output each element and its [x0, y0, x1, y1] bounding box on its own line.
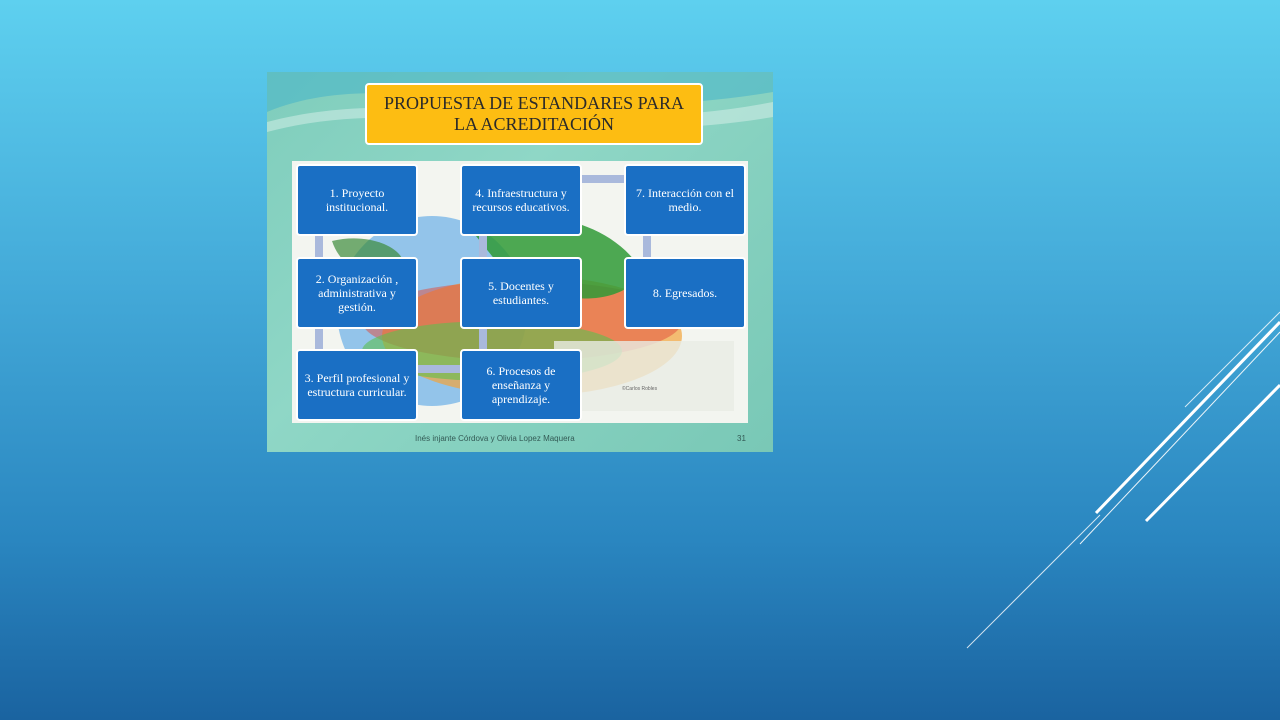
standard-box-7: 7. Interacción con el medio.: [624, 164, 746, 236]
standard-box-6: 6. Procesos de enseñanza y aprendizaje.: [460, 349, 582, 421]
slide-footer: Inés injante Córdova y Olivia Lopez Maqu…: [415, 434, 575, 443]
standard-box-1: 1. Proyecto institucional.: [296, 164, 418, 236]
diagram-area: 1. Proyecto institucional. 2. Organizaci…: [292, 161, 748, 423]
diagram-title: PROPUESTA DE ESTANDARES PARA LA ACREDITA…: [365, 83, 703, 145]
standard-box-8: 8. Egresados.: [624, 257, 746, 329]
slide-page-number: 31: [737, 434, 746, 443]
standard-box-3: 3. Perfil profesional y estructura curri…: [296, 349, 418, 421]
embedded-slide-image: PROPUESTA DE ESTANDARES PARA LA ACREDITA…: [267, 72, 773, 452]
image-watermark: ©Carlos Robles: [622, 386, 658, 392]
standard-box-5: 5. Docentes y estudiantes.: [460, 257, 582, 329]
standard-box-2: 2. Organización , administrativa y gesti…: [296, 257, 418, 329]
standard-box-4: 4. Infraestructura y recursos educativos…: [460, 164, 582, 236]
